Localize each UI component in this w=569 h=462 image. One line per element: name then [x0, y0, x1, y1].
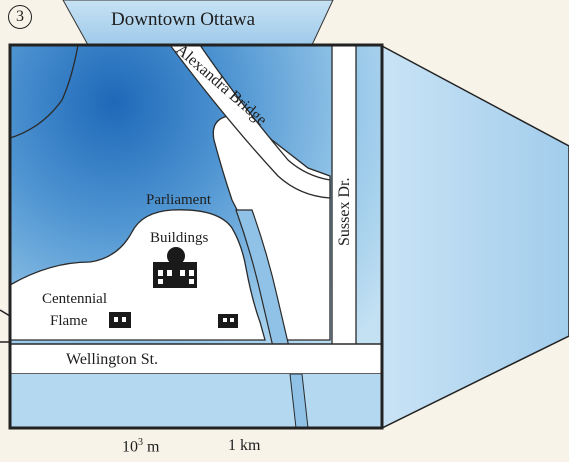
- alexandra-bridge: [168, 44, 331, 199]
- parliament-building-icon: [153, 247, 197, 288]
- parliament-label-line2: Buildings: [150, 230, 209, 246]
- sussex-label: Sussex Dr.: [336, 177, 353, 246]
- river-bank: [9, 44, 79, 139]
- figure-number: 3: [8, 5, 32, 29]
- scale-power-exponent: 3: [138, 437, 143, 448]
- scale-distance: 1 km: [228, 437, 261, 454]
- flame-label-line1: Centennial: [42, 291, 107, 307]
- wellington-label: Wellington St.: [66, 351, 159, 368]
- scale-power: 103 m: [122, 438, 159, 455]
- scale-power-base: 10: [122, 438, 138, 456]
- sussex-drive: [331, 44, 357, 346]
- map-title: Downtown Ottawa: [111, 9, 256, 30]
- flame-label-line2: Flame: [50, 313, 88, 329]
- parliament-label-line1: Parliament: [146, 192, 211, 208]
- map-frame: [8, 43, 384, 430]
- flame-building-icon: [109, 312, 131, 328]
- building-icon: [218, 314, 238, 328]
- connector-line: [0, 309, 11, 317]
- zoom-funnel: [381, 44, 569, 430]
- parliament-land: [9, 209, 266, 341]
- scale-power-unit: m: [147, 438, 160, 456]
- lower-strip: [10, 374, 382, 428]
